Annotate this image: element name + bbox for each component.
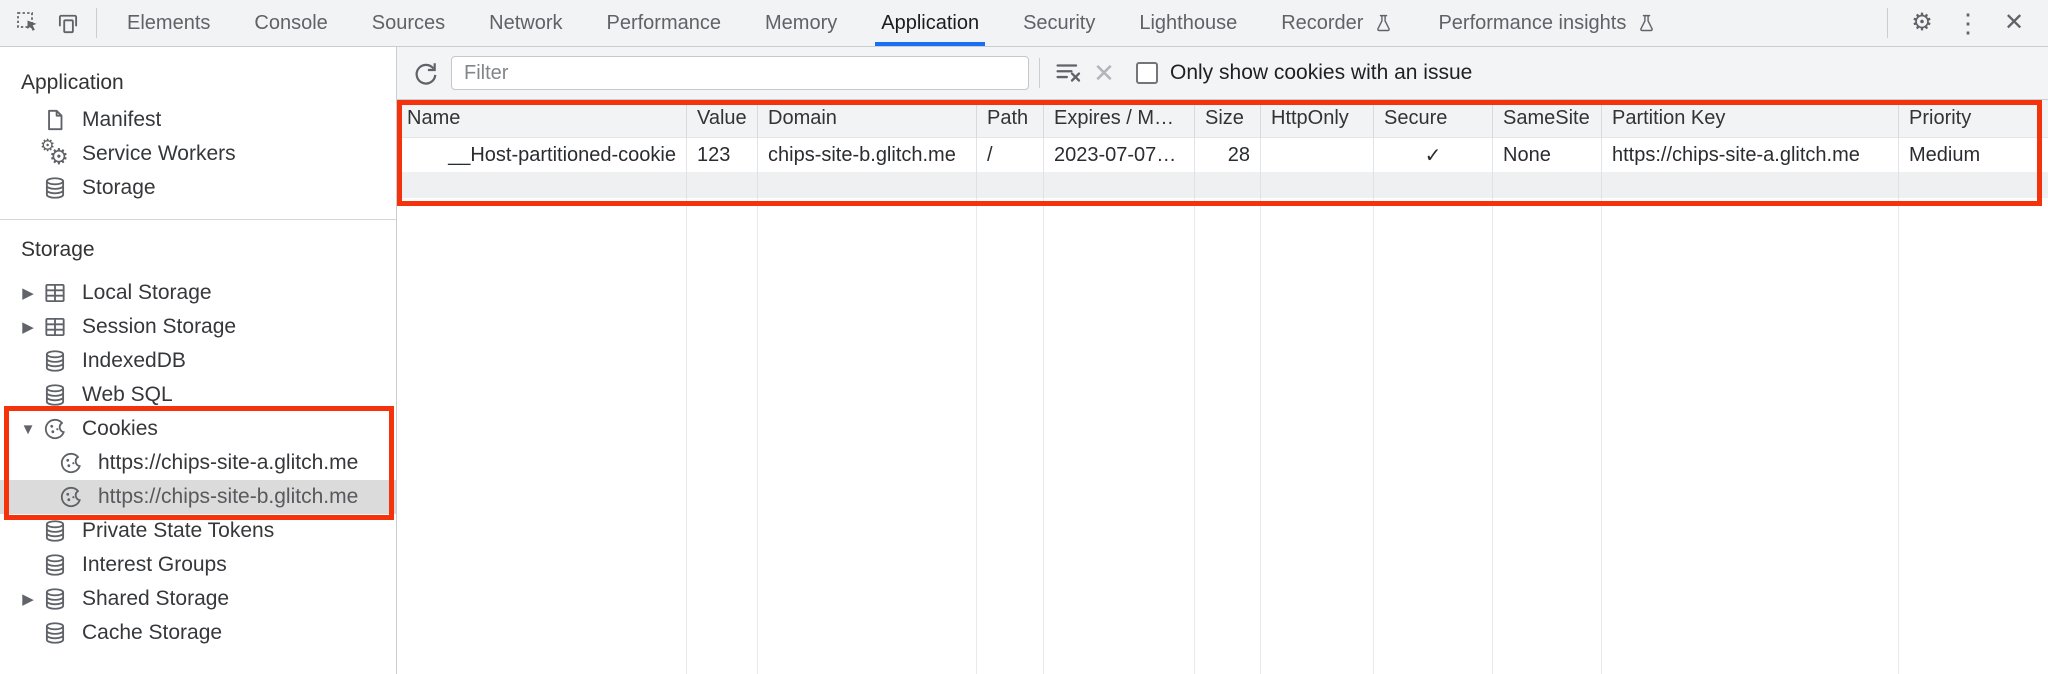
tab-performance-insights[interactable]: Performance insights	[1416, 0, 1679, 46]
service-worker-icon: ⚙⚙	[40, 136, 69, 169]
sidebar-item-web-sql[interactable]: Web SQL	[0, 378, 396, 412]
tab-recorder[interactable]: Recorder	[1259, 0, 1416, 46]
column-header-domain[interactable]: Domain	[758, 100, 977, 138]
sidebar-item-manifest[interactable]: Manifest	[0, 103, 396, 137]
cell-priority[interactable]: Medium	[1909, 143, 1981, 166]
more-options-icon[interactable]: ⋮	[1955, 8, 1981, 38]
sidebar-item-cache-storage[interactable]: Cache Storage	[0, 616, 396, 650]
sidebar-item-cookies[interactable]: ▼ Cookies	[0, 412, 396, 446]
sidebar-item-cookies-chips-site-b[interactable]: https://chips-site-b.glitch.me	[0, 480, 396, 514]
cell-path[interactable]: /	[977, 138, 1044, 172]
sidebar-item-interest-groups[interactable]: Interest Groups	[0, 548, 396, 582]
table-icon	[42, 280, 68, 306]
column-header-priority[interactable]: Priority	[1899, 100, 2048, 138]
experiment-flask-icon	[1373, 13, 1394, 34]
cell-expires[interactable]: 2023-07-07…	[1044, 138, 1195, 172]
table-icon	[42, 314, 68, 340]
column-header-httponly[interactable]: HttpOnly	[1261, 100, 1374, 138]
tab-security[interactable]: Security	[1023, 11, 1096, 34]
chevron-right-icon[interactable]: ▶	[22, 318, 34, 336]
application-section-title: Application	[21, 71, 124, 94]
cookies-panel: ✕ Only show cookies with an issue Name V…	[397, 47, 2048, 674]
clear-filter-icon[interactable]	[1050, 55, 1086, 91]
cookie-table-header: Name Value Domain Path Expires / M… Size…	[397, 100, 2048, 138]
sidebar-item-private-state-tokens[interactable]: Private State Tokens	[0, 514, 396, 548]
devtools-tabbar: Elements Console Sources Network Perform…	[0, 0, 2048, 47]
experiment-flask-icon	[1636, 13, 1657, 34]
column-header-partition-key[interactable]: Partition Key	[1602, 100, 1899, 138]
database-icon	[42, 620, 68, 646]
panel-tabs: Elements Console Sources Network Perform…	[105, 0, 1679, 46]
database-icon	[42, 382, 68, 408]
cell-httponly[interactable]	[1261, 138, 1374, 172]
cell-value[interactable]: 123	[687, 138, 758, 172]
cookie-table-row[interactable]: __Host-partitioned-cookie 123 chips-site…	[397, 138, 2048, 172]
toolbar-divider	[96, 8, 97, 38]
toolbar-divider	[1887, 8, 1888, 38]
cell-partition-key[interactable]: https://chips-site-a.glitch.me	[1602, 138, 1899, 172]
database-icon	[42, 348, 68, 374]
sidebar-section-divider	[0, 219, 396, 220]
column-header-path[interactable]: Path	[977, 100, 1044, 138]
database-icon	[42, 586, 68, 612]
database-icon	[42, 175, 68, 201]
cookie-table: Name Value Domain Path Expires / M… Size…	[397, 100, 2048, 674]
cookies-toolbar: ✕ Only show cookies with an issue	[397, 47, 2048, 100]
cell-secure-checkmark[interactable]: ✓	[1374, 138, 1493, 172]
chevron-down-icon[interactable]: ▼	[20, 420, 36, 438]
cell-samesite[interactable]: None	[1493, 138, 1602, 172]
chevron-right-icon[interactable]: ▶	[22, 284, 34, 302]
cookie-icon	[58, 450, 84, 476]
tab-console[interactable]: Console	[254, 11, 328, 34]
column-header-value[interactable]: Value	[687, 100, 758, 138]
tab-network[interactable]: Network	[489, 11, 563, 34]
sidebar-item-cookies-chips-site-a[interactable]: https://chips-site-a.glitch.me	[0, 446, 396, 480]
cell-name[interactable]: __Host-partitioned-cookie	[397, 138, 687, 172]
tab-application[interactable]: Application	[859, 0, 1001, 46]
sidebar-item-indexeddb[interactable]: IndexedDB	[0, 344, 396, 378]
tab-lighthouse[interactable]: Lighthouse	[1139, 11, 1238, 34]
toolbar-divider	[1039, 58, 1040, 88]
clear-search-icon[interactable]: ✕	[1093, 58, 1115, 88]
document-icon	[42, 107, 68, 133]
cookie-icon	[42, 416, 68, 442]
sidebar-item-storage[interactable]: Storage	[0, 171, 396, 205]
storage-section-title: Storage	[21, 238, 95, 261]
column-header-name[interactable]: Name	[397, 100, 687, 138]
empty-stripe-row	[397, 172, 2048, 198]
cookie-icon	[58, 484, 84, 510]
chevron-right-icon[interactable]: ▶	[22, 590, 34, 608]
empty-table-area	[397, 198, 2048, 674]
column-header-expires[interactable]: Expires / M…	[1044, 100, 1195, 138]
column-header-secure[interactable]: Secure	[1374, 100, 1493, 138]
cell-domain[interactable]: chips-site-b.glitch.me	[758, 138, 977, 172]
settings-gear-icon[interactable]: ⚙	[1911, 9, 1933, 36]
sidebar-item-session-storage[interactable]: ▶ Session Storage	[0, 310, 396, 344]
application-sidebar: Application Manifest ⚙⚙ Service Workers …	[0, 47, 397, 674]
column-header-size[interactable]: Size	[1195, 100, 1261, 138]
issues-only-checkbox-label: Only show cookies with an issue	[1170, 61, 1473, 84]
tab-memory[interactable]: Memory	[765, 11, 838, 34]
database-icon	[42, 552, 68, 578]
sidebar-item-local-storage[interactable]: ▶ Local Storage	[0, 276, 396, 310]
cell-size[interactable]: 28	[1195, 138, 1261, 172]
tab-sources[interactable]: Sources	[371, 11, 446, 34]
issues-only-checkbox[interactable]	[1136, 62, 1158, 84]
column-header-samesite[interactable]: SameSite	[1493, 100, 1602, 138]
close-devtools-icon[interactable]: ✕	[2003, 9, 2025, 36]
sidebar-item-service-workers[interactable]: ⚙⚙ Service Workers	[40, 136, 236, 169]
device-toolbar-icon[interactable]	[48, 3, 88, 43]
filter-input[interactable]	[451, 56, 1029, 90]
sidebar-item-shared-storage[interactable]: ▶ Shared Storage	[0, 582, 396, 616]
refresh-icon[interactable]	[407, 55, 443, 91]
database-icon	[42, 518, 68, 544]
tab-performance[interactable]: Performance	[606, 11, 722, 34]
tab-elements[interactable]: Elements	[127, 11, 211, 34]
inspect-element-icon[interactable]	[8, 3, 48, 43]
